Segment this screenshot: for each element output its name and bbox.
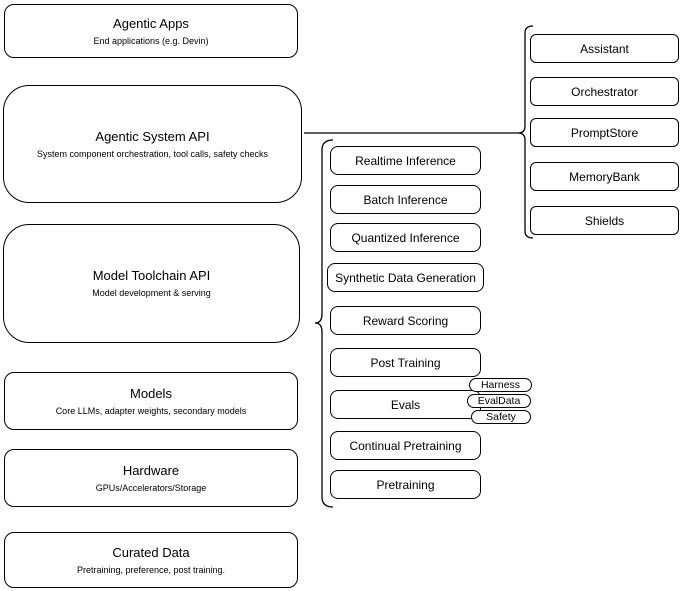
node-model-toolchain-api: Model Toolchain API Model development & … (3, 224, 300, 343)
node-promptstore: PromptStore (530, 118, 679, 147)
node-orchestrator: Orchestrator (530, 77, 679, 106)
node-curated-data: Curated Data Pretraining, preference, po… (4, 532, 298, 588)
node-title: Agentic System API (95, 128, 210, 144)
node-label: Assistant (580, 41, 629, 56)
node-label: Post Training (370, 355, 441, 370)
node-models: Models Core LLMs, adapter weights, secon… (4, 372, 298, 430)
node-label: PromptStore (570, 125, 639, 140)
tag-label: EvalData (477, 395, 521, 407)
node-continual-pretraining: Continual Pretraining (330, 431, 481, 460)
tag-safety: Safety (471, 410, 531, 424)
node-quantized-inference: Quantized Inference (330, 223, 481, 252)
node-label: Evals (390, 397, 421, 412)
tag-harness: Harness (469, 378, 532, 392)
node-subtitle: End applications (e.g. Devin) (93, 35, 209, 46)
node-batch-inference: Batch Inference (330, 185, 481, 214)
node-label: Realtime Inference (355, 153, 456, 168)
node-realtime-inference: Realtime Inference (330, 146, 481, 175)
tag-label: Harness (480, 379, 521, 391)
node-subtitle: Model development & serving (92, 288, 211, 298)
node-subtitle: Pretraining, preference, post training. (76, 564, 226, 575)
node-label: Shields (584, 213, 625, 228)
node-agentic-system-api: Agentic System API System component orch… (3, 85, 302, 203)
node-title: Models (130, 385, 172, 401)
node-label: MemoryBank (569, 169, 640, 184)
node-label: Continual Pretraining (349, 438, 462, 453)
node-agentic-apps: Agentic Apps End applications (e.g. Devi… (4, 4, 298, 58)
node-synthetic-data-generation: Synthetic Data Generation (327, 263, 484, 292)
node-title: Model Toolchain API (92, 268, 211, 283)
node-hardware: Hardware GPUs/Accelerators/Storage (4, 449, 298, 507)
node-shields: Shields (530, 206, 679, 235)
node-label: Batch Inference (363, 192, 448, 207)
node-label: Orchestrator (571, 84, 638, 99)
tag-label: Safety (486, 411, 516, 423)
node-memorybank: MemoryBank (530, 162, 679, 191)
node-title: Hardware (122, 462, 180, 478)
node-title: Curated Data (112, 544, 190, 560)
node-post-training: Post Training (330, 348, 481, 377)
node-label: Quantized Inference (351, 230, 460, 245)
node-label: Pretraining (376, 477, 435, 492)
node-label: Synthetic Data Generation (335, 270, 476, 285)
node-label: Reward Scoring (362, 313, 449, 328)
node-subtitle: System component orchestration, tool cal… (36, 148, 269, 159)
node-pretraining: Pretraining (330, 470, 481, 499)
node-evals: Evals (330, 390, 481, 419)
tag-evaldata: EvalData (467, 394, 531, 408)
node-title: Agentic Apps (113, 15, 189, 31)
node-subtitle: GPUs/Accelerators/Storage (95, 482, 207, 493)
node-assistant: Assistant (530, 34, 679, 63)
node-reward-scoring: Reward Scoring (330, 306, 481, 335)
node-subtitle: Core LLMs, adapter weights, secondary mo… (55, 405, 247, 416)
